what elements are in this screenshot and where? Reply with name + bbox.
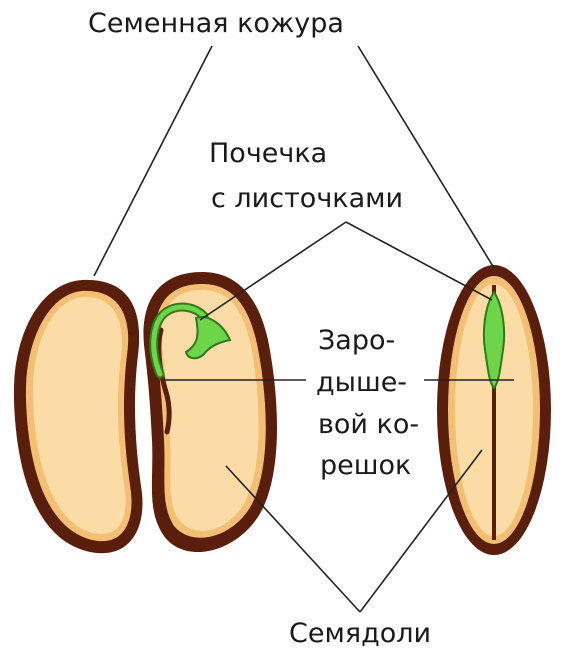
leader-lines xyxy=(93,45,514,613)
left-cotyledon-center xyxy=(32,296,126,534)
middle-cotyledon-center xyxy=(161,290,259,531)
bud-label-line-2: с листочками xyxy=(211,183,404,214)
cotyledons-label: Семядоли xyxy=(289,618,432,649)
seed-coat-label: Семенная кожура xyxy=(88,8,344,39)
bud-label-line-1: Почечка xyxy=(209,138,328,169)
root-label-line-4: решок xyxy=(320,450,412,481)
leader-bud-left xyxy=(199,221,347,321)
embryonic-root xyxy=(156,327,172,435)
plumule-leaflet xyxy=(184,316,232,360)
side-seed-embryo xyxy=(482,290,506,390)
middle-cotyledon xyxy=(143,272,277,553)
side-view-seed xyxy=(437,265,551,555)
leader-cotyledons-right xyxy=(359,449,483,613)
left-cotyledon xyxy=(13,279,143,554)
leader-seedcoat-right xyxy=(357,45,495,269)
root-label-line-3: вой ко- xyxy=(318,409,420,440)
root-label-line-2: дыше- xyxy=(316,367,408,398)
leader-seedcoat-left xyxy=(93,45,213,277)
leader-cotyledons-left xyxy=(225,465,361,613)
plumule-stem-inner xyxy=(151,304,207,377)
leader-bud-right xyxy=(345,221,493,301)
root-label-line-1: Заро- xyxy=(318,325,396,356)
